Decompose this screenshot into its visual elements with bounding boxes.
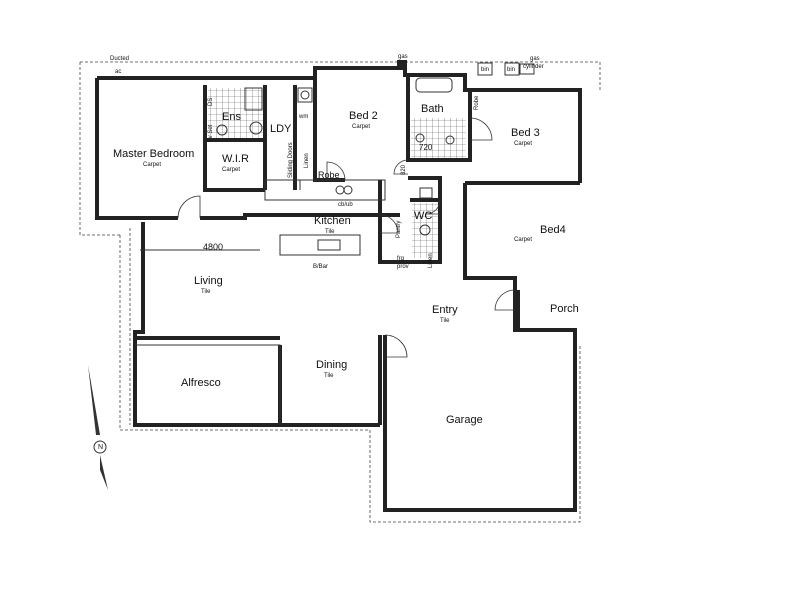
dim-720: 720 [419, 143, 433, 152]
label-bin-2: bin [507, 67, 515, 73]
label-gas-cyl: gas [530, 56, 540, 62]
room-robe: Robe [318, 170, 340, 180]
eave-marks [397, 60, 535, 76]
label-linen-2: Linen [428, 253, 434, 268]
labels: Ducted ac gas bin bin gas cylinder Maste… [98, 54, 579, 451]
room-master-bedroom: Master Bedroom [113, 148, 194, 160]
label-tv-set: Tv Set [208, 124, 214, 142]
label-ducted: Ducted [110, 56, 129, 62]
room-wir: W.I.R [222, 153, 249, 165]
floor-living: Tile [201, 289, 211, 295]
dim-4800: 4800 [203, 242, 223, 252]
floor-dining: Tile [324, 373, 334, 379]
room-living: Living [194, 275, 223, 287]
room-ensuite: Ens [222, 111, 241, 123]
floor-bed-4: Carpet [514, 237, 532, 243]
room-pantry: Pantry [396, 221, 402, 238]
label-linen-1: Linen [304, 153, 310, 168]
floor-bed-2: Carpet [352, 124, 370, 130]
label-ds: DS [208, 98, 214, 106]
room-porch: Porch [550, 303, 579, 315]
label-cylinder: cylinder [523, 64, 544, 70]
room-bath: Bath [421, 103, 444, 115]
room-laundry: LDY [270, 123, 292, 135]
label-cb-ub: cb/ub [338, 202, 353, 208]
north-compass [88, 365, 108, 490]
label-wm: wm [298, 114, 308, 120]
room-alfresco: Alfresco [181, 377, 221, 389]
label-robe-bath: Robe [474, 95, 480, 110]
floor-master: Carpet [143, 162, 161, 168]
wet-area-tiles [208, 88, 466, 258]
exterior-walls [95, 66, 582, 512]
label-prov: prov [397, 264, 409, 270]
label-sliding-doors: Sliding Doors [288, 142, 294, 178]
room-entry: Entry [432, 304, 458, 316]
room-bed-4: Bed4 [540, 224, 566, 236]
label-frg: frg [397, 256, 404, 262]
dim-820: 820 [401, 164, 407, 175]
label-bin-1: bin [481, 67, 489, 73]
floor-bed-3: Carpet [514, 141, 532, 147]
label-ac: ac [115, 69, 121, 75]
boundary-lines [79, 61, 601, 523]
floor-wir: Carpet [222, 167, 240, 173]
room-dining: Dining [316, 359, 347, 371]
room-wc: WC [414, 210, 432, 222]
label-bbar: B/Bar [313, 264, 328, 270]
room-kitchen: Kitchen [314, 215, 351, 227]
label-gas: gas [398, 54, 408, 60]
room-bed-3: Bed 3 [511, 127, 540, 139]
label-north: N [98, 444, 103, 451]
fixtures [216, 77, 455, 251]
room-garage: Garage [446, 414, 483, 426]
floor-kitchen: Tile [325, 229, 335, 235]
room-bed-2: Bed 2 [349, 110, 378, 122]
floor-entry: Tile [440, 318, 450, 324]
door-swings [177, 117, 516, 358]
interior-walls [135, 75, 520, 425]
